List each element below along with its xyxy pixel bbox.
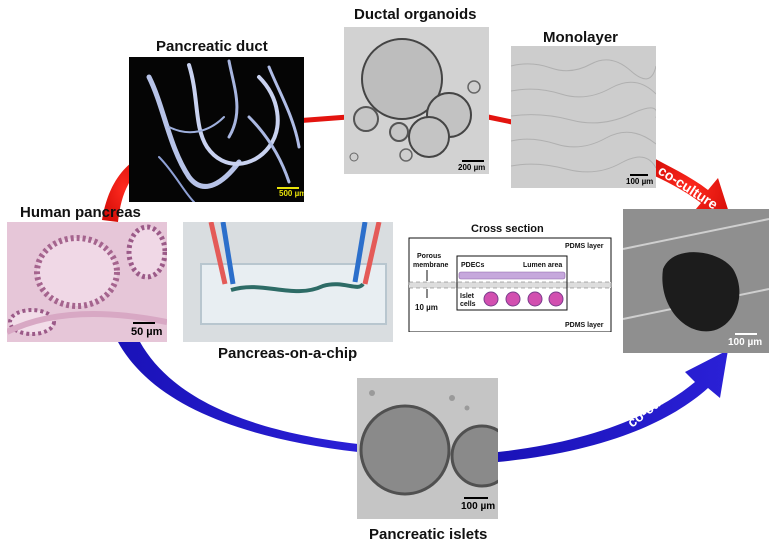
islet-label-line2: cells <box>460 301 476 308</box>
porous-membrane <box>408 281 612 289</box>
islet-cell-4 <box>548 291 564 307</box>
coculture-scale-label: 100 µm <box>728 337 763 348</box>
title-pancreas-on-chip: Pancreas-on-a-chip <box>218 345 358 362</box>
monolayer-image: 100 µm <box>511 46 656 188</box>
islets-scale-label: 100 µm <box>461 501 496 512</box>
title-pancreatic-duct: Pancreatic duct <box>156 38 268 55</box>
chip-channel <box>456 255 568 311</box>
coculture-drawing <box>623 218 769 332</box>
human-pancreas-image: 50 µm <box>7 222 167 342</box>
monolayer-drawing <box>511 59 656 173</box>
ductal-organoids-image: 200 µm <box>344 27 489 174</box>
cross-section-title: Cross section <box>471 223 544 235</box>
title-ductal-organoids: Ductal organoids <box>354 6 477 23</box>
islet-cell-3 <box>527 291 543 307</box>
title-pancreatic-islets: Pancreatic islets <box>369 526 488 543</box>
duct-scale-bar <box>277 187 299 189</box>
thickness-label: 10 µm <box>415 303 438 312</box>
blue-arrow-right <box>498 350 728 462</box>
pdms-bottom-label: PDMS layer <box>565 322 604 329</box>
lumen-label: Lumen area <box>523 262 562 269</box>
pancreas-scale-bar <box>133 322 155 324</box>
pdecs-label: PDECs <box>461 262 484 269</box>
monolayer-scale-bar <box>630 174 648 176</box>
red-connector-organoid-monolayer <box>487 114 513 125</box>
islet-cell-1 <box>483 291 499 307</box>
blue-arrow-left <box>118 342 358 452</box>
porous-label-line1: Porous <box>417 253 441 260</box>
organoids-scale-bar <box>462 160 484 162</box>
cross-section-diagram: Cross section PDMS layer PDMS layer Poro… <box>408 223 612 332</box>
porous-label-line2: membrane <box>413 262 449 269</box>
pdms-top-label: PDMS layer <box>565 243 604 250</box>
title-monolayer: Monolayer <box>543 29 619 46</box>
red-arrow-right <box>646 156 732 222</box>
pancreatic-islets-image: 100 µm <box>357 378 498 519</box>
monolayer-scale-label: 100 µm <box>626 177 654 186</box>
chip-drawing <box>200 222 387 325</box>
title-human-pancreas: Human pancreas <box>20 204 141 221</box>
organoids-scale-label: 200 µm <box>458 163 486 172</box>
coculture-scale-bar <box>735 333 757 335</box>
organoids-drawing <box>349 38 481 162</box>
coculture-image: 100 µm <box>623 209 769 353</box>
islets-drawing <box>359 390 498 496</box>
duct-drawing <box>146 59 301 202</box>
pancreas-on-chip-image <box>183 222 393 342</box>
pancreas-histology-drawing <box>7 224 167 336</box>
islet-label-line1: Islet <box>460 293 475 300</box>
pancreatic-duct-image: 500 µm <box>129 57 304 202</box>
pdec-layer <box>458 271 566 280</box>
duct-scale-label: 500 µm <box>279 189 304 198</box>
pancreas-scale-label: 50 µm <box>131 326 163 338</box>
islets-scale-bar <box>464 497 488 499</box>
islet-cell-2 <box>505 291 521 307</box>
